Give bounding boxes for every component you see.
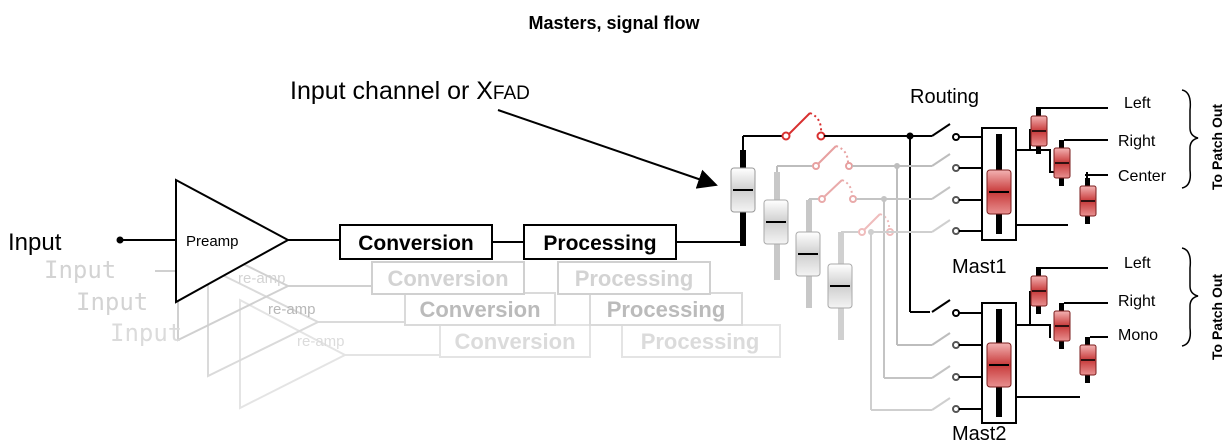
ghost-processing-label-2: Processing (607, 297, 726, 322)
callout-label: Input channel or XFAD (290, 77, 530, 105)
preamp-label: Preamp (186, 233, 239, 250)
processing-box (523, 224, 677, 260)
callout-smallcaps: FAD (493, 83, 530, 104)
routing-bus (868, 123, 982, 413)
mast1-out-fader-left (1030, 108, 1048, 154)
mast1-out-fader-center (1079, 178, 1097, 224)
mast1-out-fader-right (1053, 140, 1071, 186)
mast2-output-mono: Mono (1118, 327, 1158, 344)
ghost-channel-2 (207, 266, 743, 378)
mast1-master: Mast1 (952, 89, 1225, 278)
conversion-label: Conversion (358, 232, 474, 255)
ghost-conversion-label-3: Conversion (454, 329, 575, 354)
mast2-brace (1181, 247, 1199, 347)
mast2-out-fader-right (1053, 303, 1071, 349)
mast1-patch-label: To Patch Out (1209, 104, 1225, 190)
ghost-conversion-label-1: Conversion (387, 266, 508, 291)
mast2-output-right: Right (1118, 293, 1156, 310)
routing-label: Routing (910, 86, 979, 108)
mast2-output-left: Left (1124, 255, 1151, 272)
ghost-input-label-1: Input (44, 256, 116, 284)
ghost-fader-cap-3 (827, 263, 853, 309)
ghost-processing-label-3: Processing (641, 329, 760, 354)
mast1-output-center: Center (1118, 168, 1167, 185)
mast2-master: Mast2 Left Right Mono (952, 247, 1225, 445)
preamp-triangle (175, 178, 291, 304)
conversion-box (339, 224, 493, 260)
ghost-processing-label-1: Processing (575, 266, 694, 291)
mast1-brace (1181, 89, 1199, 189)
mast2-patch-label: To Patch Out (1209, 274, 1225, 360)
ghost-input-label-2: Input (76, 288, 148, 316)
mast1-label: Mast1 (952, 256, 1006, 278)
ghost-preamp-label-3: re-amp (297, 333, 345, 350)
ghost-fader-cap-2 (795, 231, 821, 277)
ghost-conversion-label-2: Conversion (419, 297, 540, 322)
mast1-output-left: Left (1124, 95, 1151, 112)
main-fader-cap (730, 167, 756, 213)
channel-faders (730, 150, 853, 340)
mast2-label: Mast2 (952, 423, 1006, 445)
mast1-output-right: Right (1118, 133, 1156, 150)
callout-arrow (497, 109, 718, 189)
ghost-fader-cap-1 (763, 199, 789, 245)
diagram-title: Masters, signal flow (528, 13, 700, 33)
mast2-out-fader-left (1030, 268, 1048, 314)
input-label: Input (8, 229, 62, 256)
ghost-preamp-label-2: re-amp (268, 301, 316, 318)
ghost-channel-1 (155, 230, 711, 342)
processing-label: Processing (543, 232, 656, 255)
main-channel: Input Preamp Conversion Processing (8, 178, 742, 304)
ghost-preamp-label-1: re-amp (238, 270, 286, 287)
ghost-channels: Input Input Input re-amp re-amp re-amp C… (44, 230, 781, 410)
ghost-input-label-3: Input (110, 319, 182, 347)
mast2-out-fader-mono (1079, 337, 1097, 383)
